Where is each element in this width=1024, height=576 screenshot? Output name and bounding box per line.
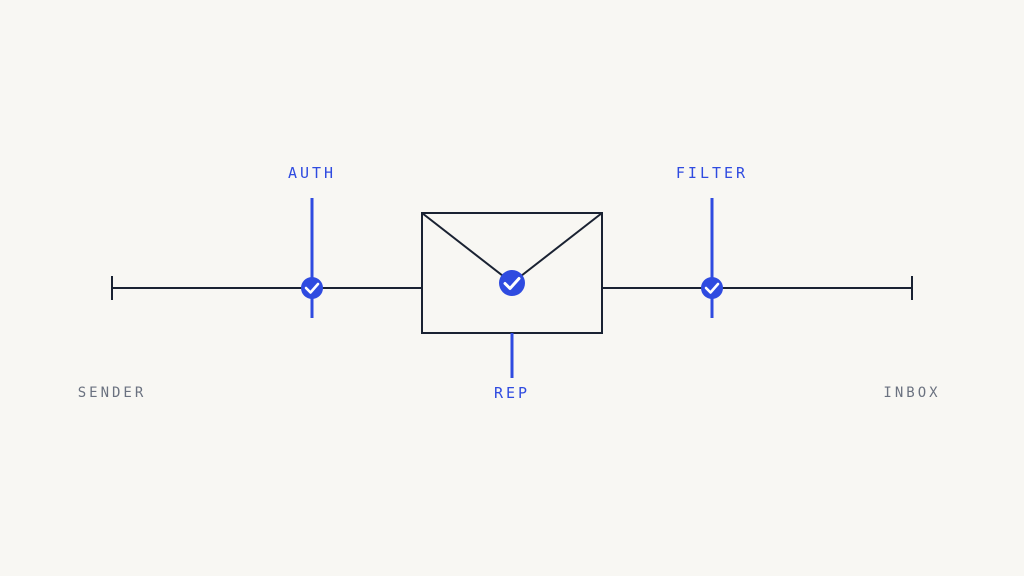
checkpoint-auth xyxy=(301,198,323,318)
checkpoint-filter-label: FILTER xyxy=(675,164,749,182)
check-circle-icon xyxy=(499,270,525,296)
check-circle-icon xyxy=(301,277,323,299)
checkpoint-rep xyxy=(499,270,525,378)
inbox-label: INBOX xyxy=(883,385,941,401)
checkpoint-rep-label: REP xyxy=(493,384,531,402)
checkpoint-filter xyxy=(701,198,723,318)
checkpoint-auth-label: AUTH xyxy=(287,164,337,182)
sender-label: SENDER xyxy=(77,385,147,401)
check-circle-icon xyxy=(701,277,723,299)
